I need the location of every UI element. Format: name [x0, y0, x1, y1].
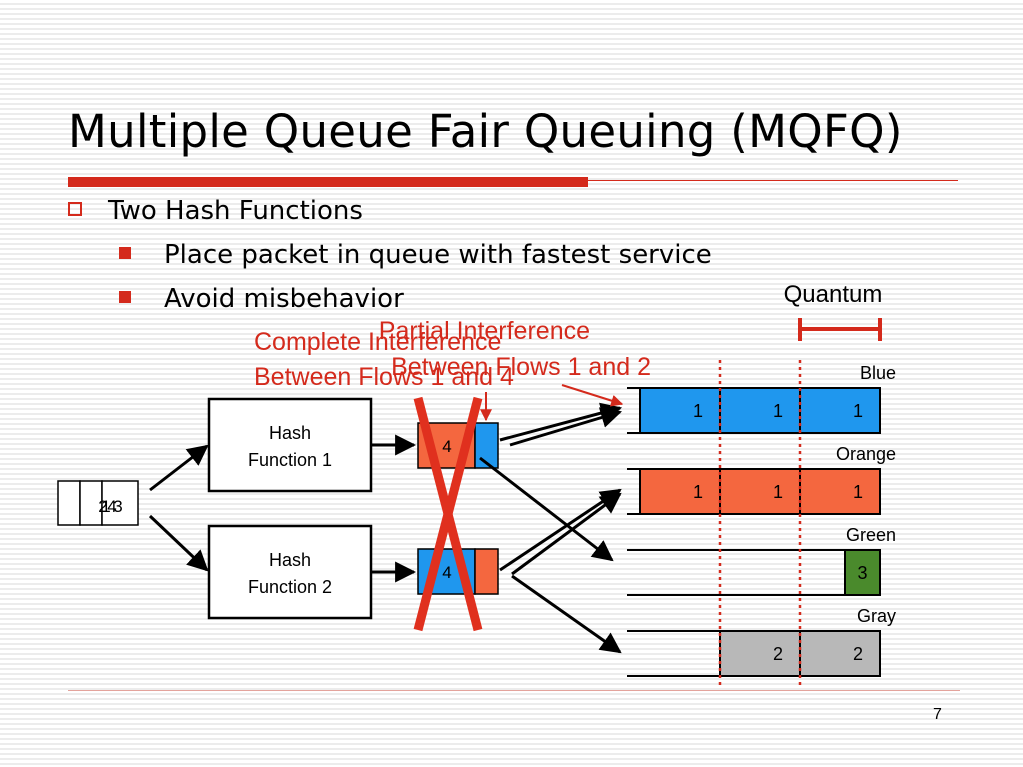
output-queue-orange: Orange 1 1 1: [627, 444, 896, 515]
annotation-text: Between Flows 1 and 2: [391, 353, 651, 381]
queue-packet-label: 3: [857, 563, 867, 583]
queue-packet: [799, 630, 881, 677]
queue-packet: [719, 468, 801, 515]
queue-packet-label: 1: [773, 401, 783, 421]
queue-packet-label: 2: [773, 644, 783, 664]
queue-name-label: Green: [846, 525, 896, 545]
arrow-to-blue-queue: [509, 407, 623, 447]
packet-label: 4: [442, 563, 451, 582]
arrow-to-green-queue: [479, 456, 614, 562]
hash-function-2-box: Hash Function 2: [207, 524, 373, 620]
arrow-to-hash-1: [149, 444, 209, 492]
filled-square-bullet-icon: [119, 247, 131, 259]
queue-packet-label: 1: [773, 482, 783, 502]
arrow-to-orange-queue: [511, 492, 622, 576]
hash-function-1-box: Hash Function 1: [207, 397, 373, 493]
hash-function-label: Function 2: [248, 577, 332, 597]
output-queue-green: Green 3: [627, 525, 896, 596]
quantum-marker: Quantum: [784, 281, 883, 341]
complete-interference-annotation: Complete Interference Between Flows 1 an…: [254, 328, 514, 391]
queue-packet-label: 1: [693, 401, 703, 421]
input-packet-label: 4: [107, 497, 116, 516]
queue-packet: [799, 387, 881, 434]
bullet-avoid-misbehavior: Avoid misbehavior: [119, 284, 404, 314]
input-packet-label: 1: [101, 497, 110, 516]
arrow-to-hash-2: [148, 514, 209, 572]
queue-name-label: Gray: [857, 606, 896, 626]
bullet-text: Place packet in queue with fastest servi…: [164, 240, 712, 270]
queue-packet-label: 2: [853, 644, 863, 664]
queue-packet: [719, 387, 801, 434]
queue-packet: [719, 630, 801, 677]
input-packet-label: 2: [98, 497, 107, 516]
annotation-arrow: [561, 384, 624, 407]
title-underline-thin: [588, 180, 958, 181]
bullet-place-packet: Place packet in queue with fastest servi…: [119, 240, 712, 270]
output-queue-gray: Gray 2 2: [627, 606, 896, 677]
packet-label: 4: [442, 437, 451, 456]
bullet-text: Avoid misbehavior: [164, 284, 404, 314]
bullet-two-hash-functions: Two Hash Functions: [68, 196, 363, 226]
output-queue-blue: Blue 1 1 1: [627, 363, 896, 434]
queue-rail: [627, 549, 880, 596]
queue-packet: [844, 549, 881, 596]
slide-title: Multiple Queue Fair Queuing (MQFQ): [68, 105, 903, 158]
queue-packet-label: 1: [853, 401, 863, 421]
input-packet-stack: 2 1 4 3: [57, 480, 139, 526]
arrow-to-blue-queue: [499, 402, 623, 442]
input-packet-label: 3: [113, 497, 122, 516]
quantum-label: Quantum: [784, 281, 883, 308]
footer-rule: [68, 690, 960, 691]
annotation-text: Complete Interference: [254, 328, 501, 356]
page-number: 7: [933, 706, 942, 723]
bullet-text: Two Hash Functions: [108, 196, 363, 226]
queue-packet: [639, 387, 721, 434]
hash-function-label: Function 1: [248, 450, 332, 470]
partial-interference-annotation: Partial Interference Between Flows 1 and…: [379, 317, 651, 381]
arrow-to-gray-queue: [511, 574, 622, 654]
queue-packet-label: 1: [853, 482, 863, 502]
queue-name-label: Blue: [860, 363, 896, 383]
arrow-to-orange-queue: [499, 488, 622, 572]
queue-name-label: Orange: [836, 444, 896, 464]
hash-function-label: Hash: [269, 423, 311, 443]
queue-packet-label: 1: [693, 482, 703, 502]
annotation-text: Between Flows 1 and 4: [254, 363, 514, 391]
hollow-square-bullet-icon: [68, 202, 82, 216]
queue-packet: [799, 468, 881, 515]
filled-square-bullet-icon: [119, 291, 131, 303]
hash-function-label: Hash: [269, 550, 311, 570]
title-underline-thick: [68, 177, 588, 187]
queue-packet: [639, 468, 721, 515]
cross-out-icon: [413, 396, 483, 632]
annotation-text: Partial Interference: [379, 317, 590, 345]
